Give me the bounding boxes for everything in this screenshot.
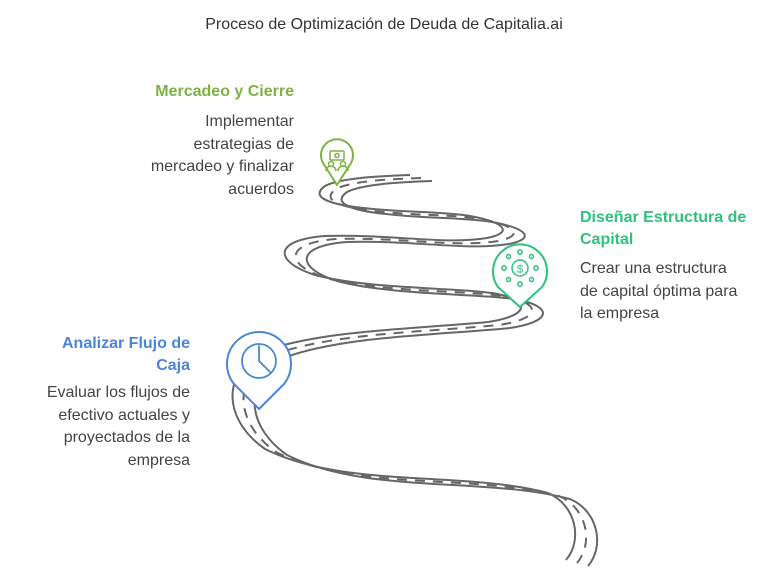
people-money-icon (325, 150, 349, 172)
step-desc-mercadeo: Implementar estrategias de mercadeo y fi… (150, 113, 294, 198)
step-desc-estructura: Crear una estructura de capital óptima p… (580, 260, 738, 322)
marker-flujo (226, 331, 292, 410)
page-title: Proceso de Optimización de Deuda de Capi… (205, 16, 563, 33)
clock-icon (241, 343, 277, 379)
step-title-estructura: Diseñar Estructura de Capital (580, 209, 747, 248)
step-desc-flujo: Evaluar los flujos de efectivo actuales … (46, 384, 190, 469)
road-center-line (242, 177, 588, 564)
svg-text:$: $ (517, 264, 523, 276)
marker-mercadeo (320, 138, 354, 186)
dollar-network-icon: $ (501, 249, 539, 287)
step-title-mercadeo: Mercadeo y Cierre (155, 83, 294, 100)
step-title-flujo: Analizar Flujo de Caja (61, 335, 190, 374)
